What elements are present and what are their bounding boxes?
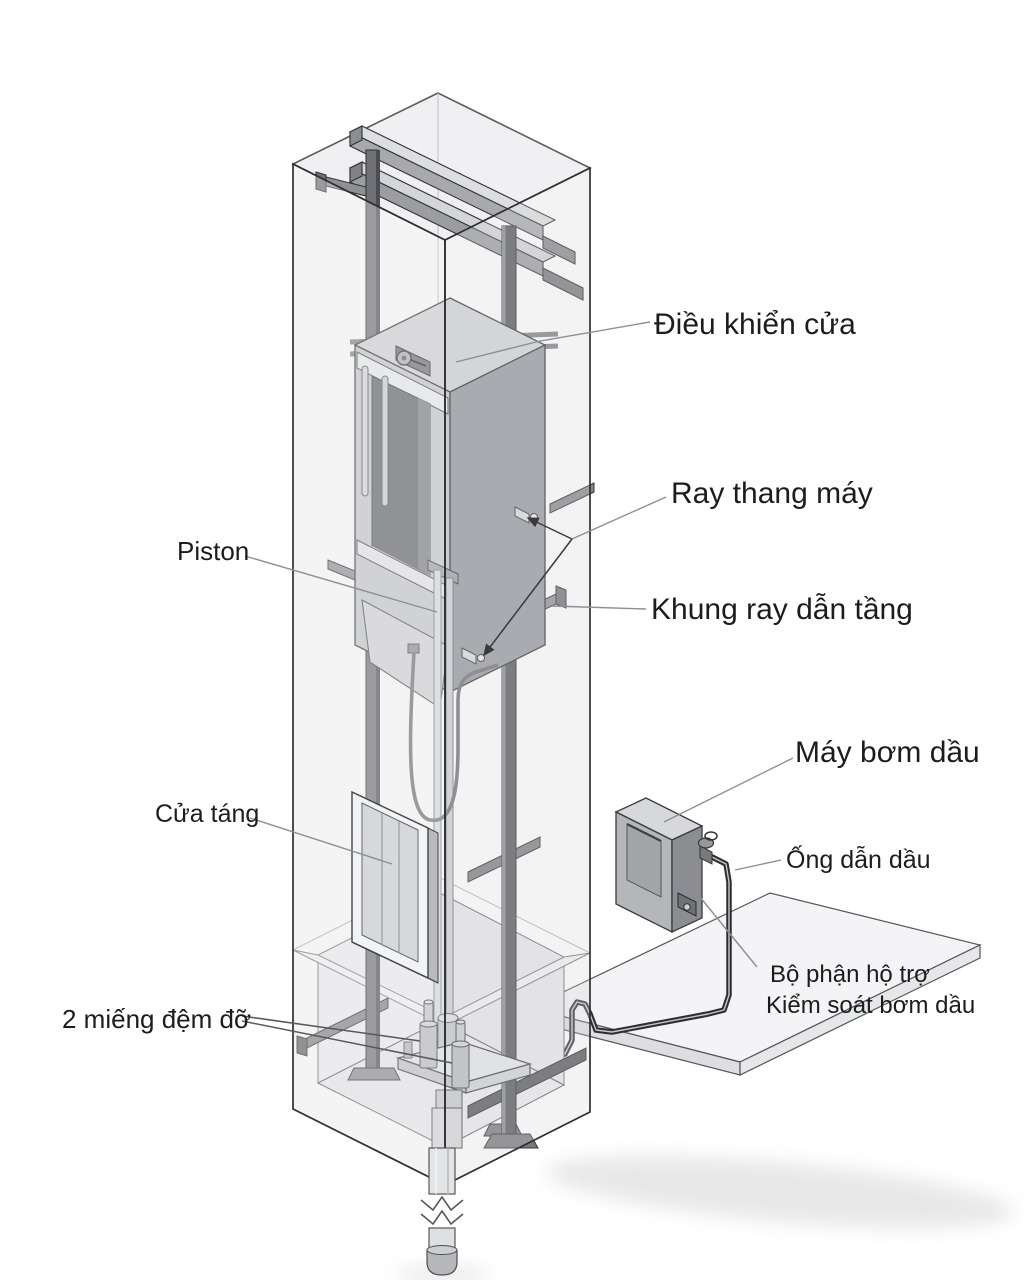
hoistway-walls: [292, 162, 591, 1187]
rail-clips: [461, 506, 538, 665]
pump-valve: [697, 831, 718, 865]
leader-support-pads-2: [241, 1020, 453, 1064]
leader-guide-frame: [551, 605, 647, 610]
pipe-break-symbol: [420, 1195, 464, 1226]
leader-lines: [241, 321, 794, 1064]
leader-pump-support: [699, 896, 758, 968]
elevator-car: [349, 297, 559, 709]
oil-pump-unit: [614, 797, 718, 934]
label-oil-pipe: Ống dẫn dầu: [786, 844, 931, 874]
support-pad-2: [451, 1019, 470, 1089]
pit-equipment: [395, 999, 533, 1149]
underground-cylinder: [420, 1147, 464, 1276]
pump-control-fitting: [677, 892, 697, 917]
label-landing-door: Cửa táng: [155, 800, 259, 828]
label-door-control: Điều khiển cửa: [654, 308, 856, 341]
leader-piston: [244, 555, 438, 613]
label-oil-pump: Máy bơm dầu: [795, 736, 980, 769]
label-pump-support-1: Bộ phận hộ trợ: [770, 961, 930, 988]
label-piston: Piston: [177, 536, 249, 566]
leader-elevator-rail: [571, 496, 667, 540]
door-operator: [395, 345, 431, 377]
leader-oil-pipe: [734, 859, 782, 871]
leader-door-control: [455, 321, 651, 363]
leader-oil-pump: [663, 757, 794, 823]
label-floor-guide-frame: Khung ray dẫn tầng: [651, 593, 913, 626]
label-support-pads: 2 miếng đệm đỡ: [62, 1004, 251, 1034]
leader-support-pads-1: [241, 1015, 421, 1042]
top-beams: [315, 125, 584, 301]
support-pad-1: [419, 999, 438, 1069]
floor-slab: [528, 892, 982, 1076]
leader-landing-door: [249, 817, 393, 865]
label-pump-support-2: Kiểm soát bơm dầu: [766, 992, 975, 1019]
labels: Điều khiển cửa Ray thang máy Khung ray d…: [62, 308, 980, 1034]
label-elevator-rail: Ray thang máy: [671, 477, 873, 510]
oil-pipe: [467, 853, 732, 1063]
landing-door: [351, 790, 439, 984]
